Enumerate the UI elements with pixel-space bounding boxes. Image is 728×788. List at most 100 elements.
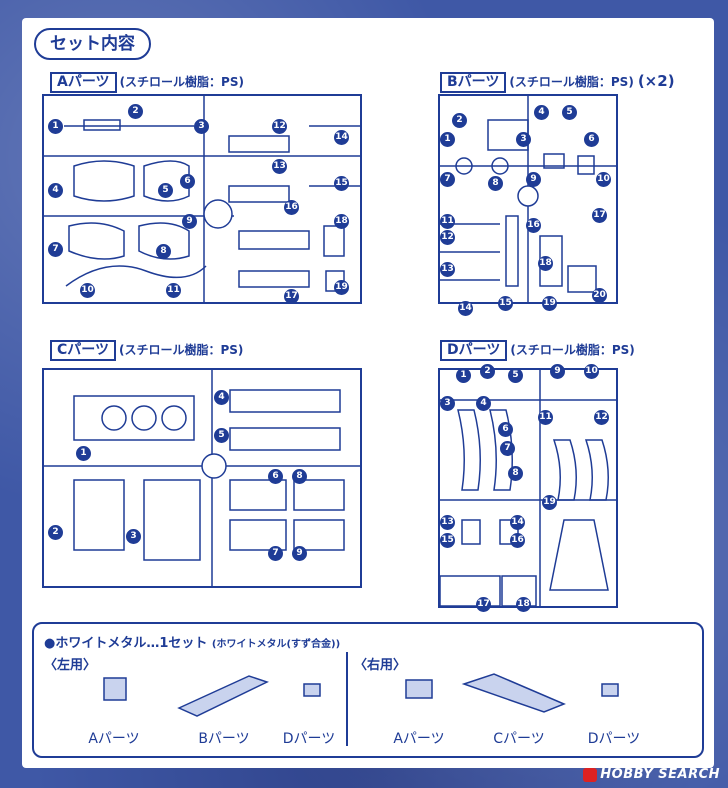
part-number: 7 (268, 546, 283, 561)
part-number: 17 (284, 289, 299, 304)
part-number: 7 (440, 172, 455, 187)
part-number: 1 (48, 119, 63, 134)
right-d-parts: Dパーツ (587, 731, 641, 747)
a-parts-material: (スチロール樹脂：PS) (119, 75, 244, 89)
instruction-sheet: セット内容 Aパーツ(スチロール樹脂：PS) Bパーツ(スチロール樹脂：PS)(… (22, 18, 714, 768)
part-number: 19 (334, 280, 349, 295)
part-number: 6 (268, 469, 283, 484)
b-parts-label: Bパーツ(スチロール樹脂：PS)(×2) (440, 72, 675, 93)
c-parts-runner (42, 368, 362, 588)
left-d-parts: Dパーツ (282, 731, 336, 747)
part-number: 14 (334, 130, 349, 145)
part-number: 4 (476, 396, 491, 411)
part-number: 2 (452, 113, 467, 128)
part-number: 15 (440, 533, 455, 548)
part-number: 16 (510, 533, 525, 548)
part-number: 12 (594, 410, 609, 425)
b-runner-drawing (440, 96, 616, 302)
a-parts-label: Aパーツ(スチロール樹脂：PS) (50, 72, 244, 93)
part-number: 6 (180, 174, 195, 189)
part-number: 16 (526, 218, 541, 233)
part-number: 3 (440, 396, 455, 411)
d-parts-name: Dパーツ (440, 340, 508, 361)
part-number: 10 (80, 283, 95, 298)
part-number: 1 (440, 132, 455, 147)
b-parts-multiplier: (×2) (637, 72, 675, 90)
d-parts-label: Dパーツ(スチロール樹脂：PS) (440, 340, 635, 361)
c-parts-name: Cパーツ (50, 340, 116, 361)
part-number: 19 (542, 296, 557, 311)
d-parts-material: (スチロール樹脂：PS) (510, 343, 635, 357)
part-number: 13 (272, 159, 287, 174)
part-number: 12 (440, 230, 455, 245)
part-number: 11 (538, 410, 553, 425)
part-number: 13 (440, 262, 455, 277)
a-parts-name: Aパーツ (50, 72, 117, 93)
part-number: 9 (550, 364, 565, 379)
b-parts-material: (スチロール樹脂：PS) (509, 75, 634, 89)
part-number: 2 (128, 104, 143, 119)
part-number: 8 (488, 176, 503, 191)
part-number: 4 (214, 390, 229, 405)
part-number: 14 (458, 301, 473, 316)
left-b-parts: Bパーツ (198, 731, 250, 747)
c-parts-label: Cパーツ(スチロール樹脂：PS) (50, 340, 243, 361)
part-number: 6 (498, 422, 513, 437)
part-number: 8 (156, 244, 171, 259)
hobby-search-logo-icon (583, 767, 598, 782)
left-a-parts: Aパーツ (88, 731, 140, 747)
left-use-label: 〈左用〉 (44, 658, 97, 673)
part-number: 4 (48, 183, 63, 198)
part-number: 7 (48, 242, 63, 257)
d-parts-runner (438, 368, 618, 608)
white-metal-title: ●ホワイトメタル…1セット (ホワイトメタル(すず合金)) (44, 632, 340, 651)
part-number: 8 (292, 469, 307, 484)
part-number: 10 (584, 364, 599, 379)
watermark-text: HOBBY SEARCH (600, 767, 720, 782)
part-number: 7 (500, 441, 515, 456)
part-number: 4 (534, 105, 549, 120)
white-metal-drawing (103, 673, 619, 717)
part-number: 18 (334, 214, 349, 229)
part-number: 10 (596, 172, 611, 187)
part-number: 20 (592, 288, 607, 303)
b-parts-runner (438, 94, 618, 304)
part-number: 2 (480, 364, 495, 379)
part-number: 5 (214, 428, 229, 443)
white-metal-material: (ホワイトメタル(すず合金)) (211, 639, 341, 650)
part-number: 14 (510, 515, 525, 530)
part-number: 17 (592, 208, 607, 223)
page-title: セット内容 (34, 28, 151, 60)
part-number: 19 (542, 495, 557, 510)
right-use-label: 〈右用〉 (354, 658, 407, 673)
part-number: 18 (538, 256, 553, 271)
part-number: 9 (182, 214, 197, 229)
b-parts-name: Bパーツ (440, 72, 507, 93)
part-number: 1 (76, 446, 91, 461)
c-runner-drawing (44, 370, 360, 586)
part-number: 1 (456, 368, 471, 383)
part-number: 15 (334, 176, 349, 191)
white-metal-heading: ●ホワイトメタル…1セット (44, 636, 208, 651)
part-number: 16 (284, 200, 299, 215)
part-number: 3 (126, 529, 141, 544)
watermark: HOBBY SEARCH (583, 767, 720, 782)
right-a-parts: Aパーツ (393, 731, 445, 747)
part-number: 12 (272, 119, 287, 134)
white-metal-box: ●ホワイトメタル…1セット (ホワイトメタル(すず合金)) 〈左用〉 〈右用〉 … (32, 622, 704, 758)
part-number: 9 (526, 172, 541, 187)
part-number: 5 (158, 183, 173, 198)
divider (346, 652, 348, 746)
part-number: 9 (292, 546, 307, 561)
part-number: 17 (476, 597, 491, 612)
part-number: 6 (584, 132, 599, 147)
part-number: 5 (562, 105, 577, 120)
part-number: 11 (440, 214, 455, 229)
d-runner-drawing (440, 370, 616, 606)
part-number: 15 (498, 296, 513, 311)
right-c-parts: Cパーツ (493, 731, 545, 747)
part-number: 8 (508, 466, 523, 481)
part-number: 3 (194, 119, 209, 134)
c-parts-material: (スチロール樹脂：PS) (119, 343, 244, 357)
part-number: 13 (440, 515, 455, 530)
